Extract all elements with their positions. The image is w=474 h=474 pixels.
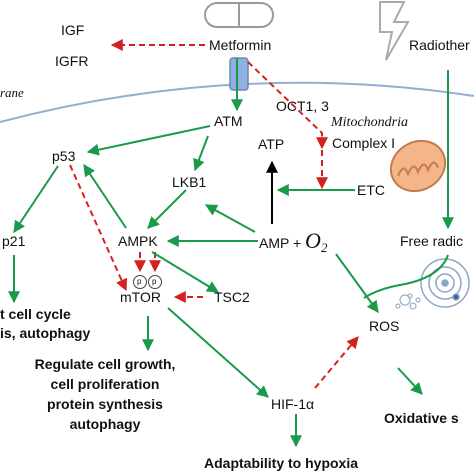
regulate-outcome: Regulate cell growth, cell proliferation…	[0, 354, 210, 434]
regulate-line3: protein synthesis	[47, 396, 163, 412]
pill-icon	[204, 2, 274, 28]
lightning-icon	[379, 1, 410, 61]
mtor-label: mTOR	[120, 289, 161, 305]
cell-cycle-line2: is, autophagy	[0, 325, 91, 341]
o2-text: O	[305, 228, 321, 253]
o2-subscript: 2	[320, 239, 328, 255]
atm-label: ATM	[214, 113, 243, 129]
membrane-label: rane	[0, 85, 24, 100]
phosphate-left-label: p	[137, 277, 142, 286]
p53-label: p53	[52, 148, 76, 164]
phosphate-right	[148, 275, 162, 289]
phosphate-right-label: p	[152, 277, 157, 286]
ros-label: ROS	[369, 318, 400, 334]
hypoxia-label: Adaptability to hypoxia	[204, 455, 359, 471]
radiotherapy-label: Radiother	[409, 37, 470, 53]
regulate-line2: cell proliferation	[50, 376, 160, 392]
mitochondria-label: Mitochondria	[331, 115, 408, 130]
amp-label: AMP + O2	[259, 230, 328, 256]
transporter-icon	[229, 57, 249, 91]
igfr-label: IGFR	[55, 53, 89, 69]
complex-label: Complex I	[332, 135, 396, 151]
atp-label: ATP	[258, 136, 285, 152]
free-radicals-label: Free radic	[400, 233, 464, 249]
metformin-label: Metformin	[209, 37, 272, 53]
lkb1-label: LKB1	[172, 174, 207, 190]
igf-label: IGF	[61, 22, 85, 38]
ros-bubbles-icon	[395, 293, 421, 310]
inhibition-arrows	[69, 39, 359, 389]
tsc2-label: TSC2	[214, 289, 250, 305]
hif-label: HIF-1α	[271, 396, 315, 412]
activation-arrows	[8, 58, 454, 448]
oxidative-label: Oxidative s	[384, 410, 459, 426]
amp-text: AMP +	[259, 235, 306, 251]
p21-label: p21	[2, 233, 26, 249]
oct-label: OCT1, 3	[276, 98, 329, 114]
radical-orbit-icon	[420, 258, 470, 308]
etc-label: ETC	[357, 182, 385, 198]
phosphate-left	[133, 275, 147, 289]
regulate-line4: autophagy	[69, 416, 141, 432]
cell-cycle-line1: t cell cycle	[0, 306, 71, 322]
ampk-label: AMPK	[118, 233, 158, 249]
mitochondria-icon	[389, 139, 447, 193]
regulate-line1: Regulate cell growth,	[34, 356, 176, 372]
